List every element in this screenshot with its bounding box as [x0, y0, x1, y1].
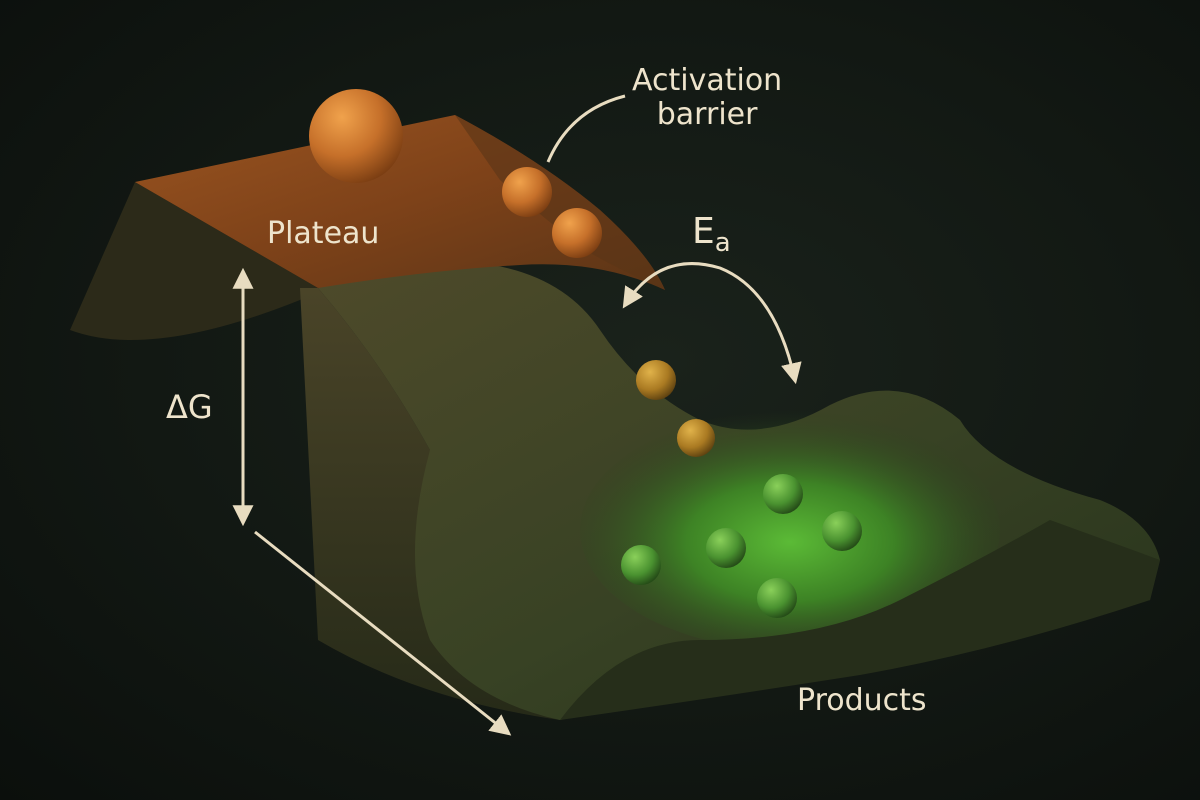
products-basin-glow	[580, 410, 1000, 650]
reactant-ball	[552, 208, 602, 258]
plateau-label: Plateau	[267, 216, 380, 251]
ea-arrow	[622, 262, 802, 385]
product-ball	[757, 578, 797, 618]
reaction-direction-arrow	[254, 530, 512, 736]
product-ball	[822, 511, 862, 551]
plateau-ridge-shade	[455, 115, 665, 290]
ea-symbol: E	[692, 211, 715, 252]
ea-label: Ea	[692, 212, 731, 263]
basin-front-lip	[560, 520, 1160, 720]
product-ball	[763, 474, 803, 514]
activation-barrier-label-line2: barrier	[656, 97, 758, 132]
activation-barrier-label-line1: Activation	[632, 63, 783, 98]
reactant-ball	[309, 89, 403, 183]
ea-subscript: a	[714, 228, 731, 258]
block-left-side	[70, 182, 318, 340]
plateau-surface	[135, 115, 665, 290]
products-label: Products	[797, 683, 927, 718]
reactant-ball	[636, 360, 676, 400]
reactant-ball	[677, 419, 715, 457]
product-ball	[621, 545, 661, 585]
delta-g-label: ΔG	[166, 388, 213, 426]
activation-barrier-label: Activation barrier	[632, 64, 782, 132]
reactant-ball	[502, 167, 552, 217]
product-ball	[706, 528, 746, 568]
activation-leader-line	[546, 94, 626, 163]
